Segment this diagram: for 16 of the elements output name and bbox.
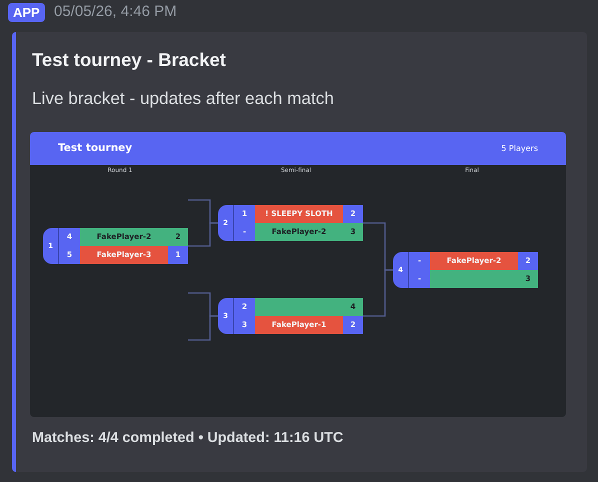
match-card (218, 205, 363, 241)
app-badge: APP (8, 3, 45, 22)
match-card (218, 298, 363, 334)
bracket-line (188, 315, 218, 341)
match-card (393, 252, 538, 288)
match-card (43, 228, 188, 264)
player-count: 5 Players (501, 144, 538, 154)
timestamp: 05/05/26, 4:46 PM (54, 3, 177, 21)
embed-description: Live bracket - updates after each match (32, 88, 334, 108)
bracket-line (188, 222, 218, 247)
player-slot (430, 270, 518, 288)
embed-title: Test tourney - Bracket (32, 49, 226, 71)
bracket-line (363, 269, 393, 317)
embed-footer: Matches: 4/4 completed • Updated: 11:16 UTC (32, 429, 344, 447)
player-slot (255, 298, 343, 316)
bracket-title: Test tourney (58, 142, 132, 155)
